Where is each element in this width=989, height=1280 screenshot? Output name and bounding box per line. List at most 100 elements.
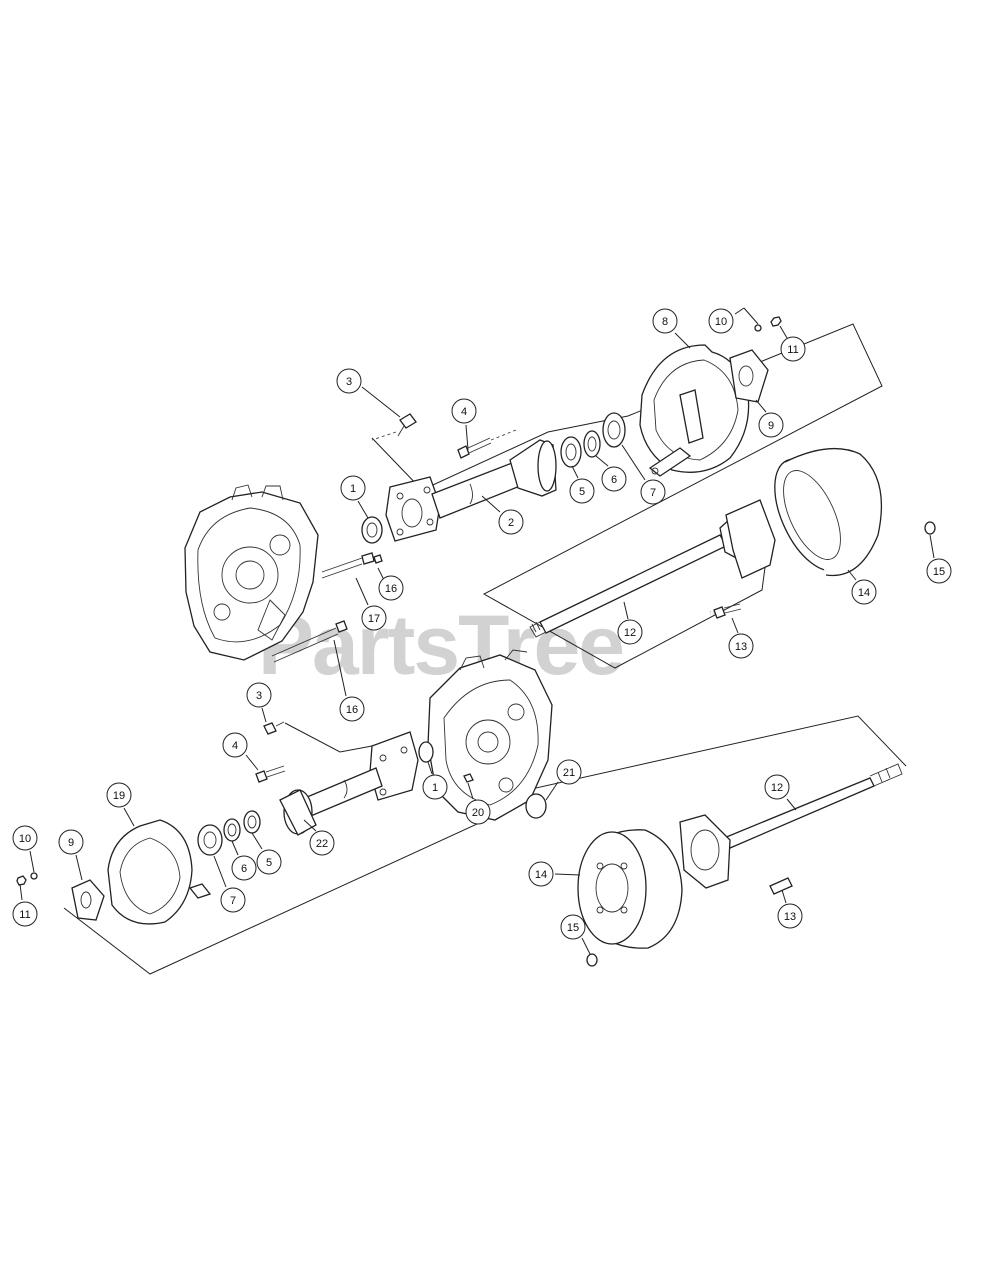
- callout-circle: [728, 633, 754, 659]
- callout-circle: [556, 759, 582, 785]
- callout-10b: 10: [12, 825, 38, 873]
- callout-circle: [652, 308, 678, 334]
- callout-circle: [309, 830, 335, 856]
- callout-label: 21: [563, 767, 575, 779]
- callout-leader: [467, 782, 474, 800]
- callout-circle: [560, 914, 586, 940]
- callout-label: 3: [346, 376, 352, 388]
- axle-shaft-part: [679, 763, 903, 889]
- nut-part: [924, 521, 936, 535]
- callout-6b: 6: [231, 840, 257, 881]
- bearing-set-part: [560, 412, 626, 468]
- callout-leader: [581, 937, 591, 955]
- callout-circle: [498, 509, 524, 535]
- callout-leader: [427, 761, 433, 775]
- brake-drum-part: [774, 448, 883, 577]
- callout-circle: [339, 696, 365, 722]
- callout-label: 14: [858, 587, 870, 599]
- callout-circle: [12, 825, 38, 851]
- bolts-part: [271, 552, 383, 663]
- callout-label: 6: [241, 863, 247, 875]
- callout-label: 15: [933, 566, 945, 578]
- callout-label: 5: [266, 857, 272, 869]
- callout-circle: [256, 849, 282, 875]
- washer-nut-part: [16, 872, 38, 886]
- callout-leader: [123, 807, 135, 827]
- brake-assembly-part: [639, 344, 750, 477]
- callout-15a: 15: [926, 534, 952, 584]
- callout-22: 22: [303, 819, 335, 856]
- callout-8: 8: [652, 308, 691, 349]
- callout-circle: [361, 605, 387, 631]
- callout-2: 2: [481, 495, 524, 535]
- callout-leader: [554, 873, 581, 876]
- washer-nut-part: [743, 307, 782, 332]
- callout-leader: [929, 534, 935, 559]
- callout-20: 20: [465, 782, 491, 825]
- callout-label: 12: [624, 627, 636, 639]
- callout-leader: [303, 819, 317, 832]
- callout-label: 6: [611, 474, 617, 486]
- callout-9a: 9: [755, 399, 784, 438]
- callout-leader: [333, 639, 347, 697]
- callout-leader: [465, 424, 469, 451]
- callout-circle: [378, 575, 404, 601]
- callout-label: 5: [579, 486, 585, 498]
- brake-drum-part: [577, 829, 683, 949]
- callout-label: 7: [650, 487, 656, 499]
- callout-leader: [355, 577, 369, 606]
- callout-leader: [377, 567, 385, 581]
- callout-label: 11: [19, 909, 30, 921]
- callout-14a: 14: [847, 569, 877, 605]
- stud-part: [769, 877, 793, 895]
- axle-tube-part: [385, 439, 557, 542]
- callout-leader: [213, 855, 227, 888]
- callout-leader: [261, 707, 267, 723]
- bolt-part: [457, 429, 517, 459]
- bolt-part: [255, 765, 286, 783]
- callout-leader: [75, 854, 83, 881]
- callout-circle: [528, 861, 554, 887]
- callout-label: 14: [535, 869, 547, 881]
- callout-leader: [779, 325, 788, 339]
- callout-circle: [926, 558, 952, 584]
- callout-circle: [569, 478, 595, 504]
- callout-7b: 7: [213, 855, 246, 913]
- upper-assembly: [184, 307, 936, 669]
- callout-circle: [780, 336, 806, 362]
- callout-5b: 5: [251, 832, 282, 875]
- callout-label: 8: [662, 316, 668, 328]
- callout-leader: [545, 781, 559, 801]
- callout-13b: 13: [777, 889, 803, 929]
- o-ring-part: [525, 793, 547, 819]
- lower-assembly: [16, 649, 907, 975]
- lower-housing-part: [427, 649, 553, 821]
- callout-leader: [251, 832, 263, 850]
- callout-label: 4: [461, 406, 467, 418]
- callout-circle: [220, 887, 246, 913]
- callout-circle: [601, 466, 627, 492]
- callout-circle: [465, 799, 491, 825]
- callout-6a: 6: [595, 455, 627, 492]
- callout-circle: [422, 774, 448, 800]
- callout-5a: 5: [569, 465, 595, 504]
- callout-leader: [571, 465, 579, 479]
- callout-3a: 3: [336, 368, 401, 418]
- callout-12a: 12: [617, 601, 643, 645]
- callout-circle: [777, 903, 803, 929]
- upper-housing-part: [184, 484, 319, 661]
- callout-leader: [231, 840, 239, 856]
- callout-3b: 3: [246, 682, 272, 723]
- bearing-set-part: [197, 810, 261, 856]
- callout-label: 4: [232, 740, 238, 752]
- callout-circle: [106, 782, 132, 808]
- callout-label: 20: [472, 807, 484, 819]
- seal-part: [418, 741, 434, 763]
- nut-part: [586, 953, 598, 967]
- callout-circle: [222, 732, 248, 758]
- callout-circle: [758, 412, 784, 438]
- callout-circle: [340, 475, 366, 501]
- callout-circle: [617, 619, 643, 645]
- callout-circle: [640, 479, 666, 505]
- callout-label: 9: [768, 420, 774, 432]
